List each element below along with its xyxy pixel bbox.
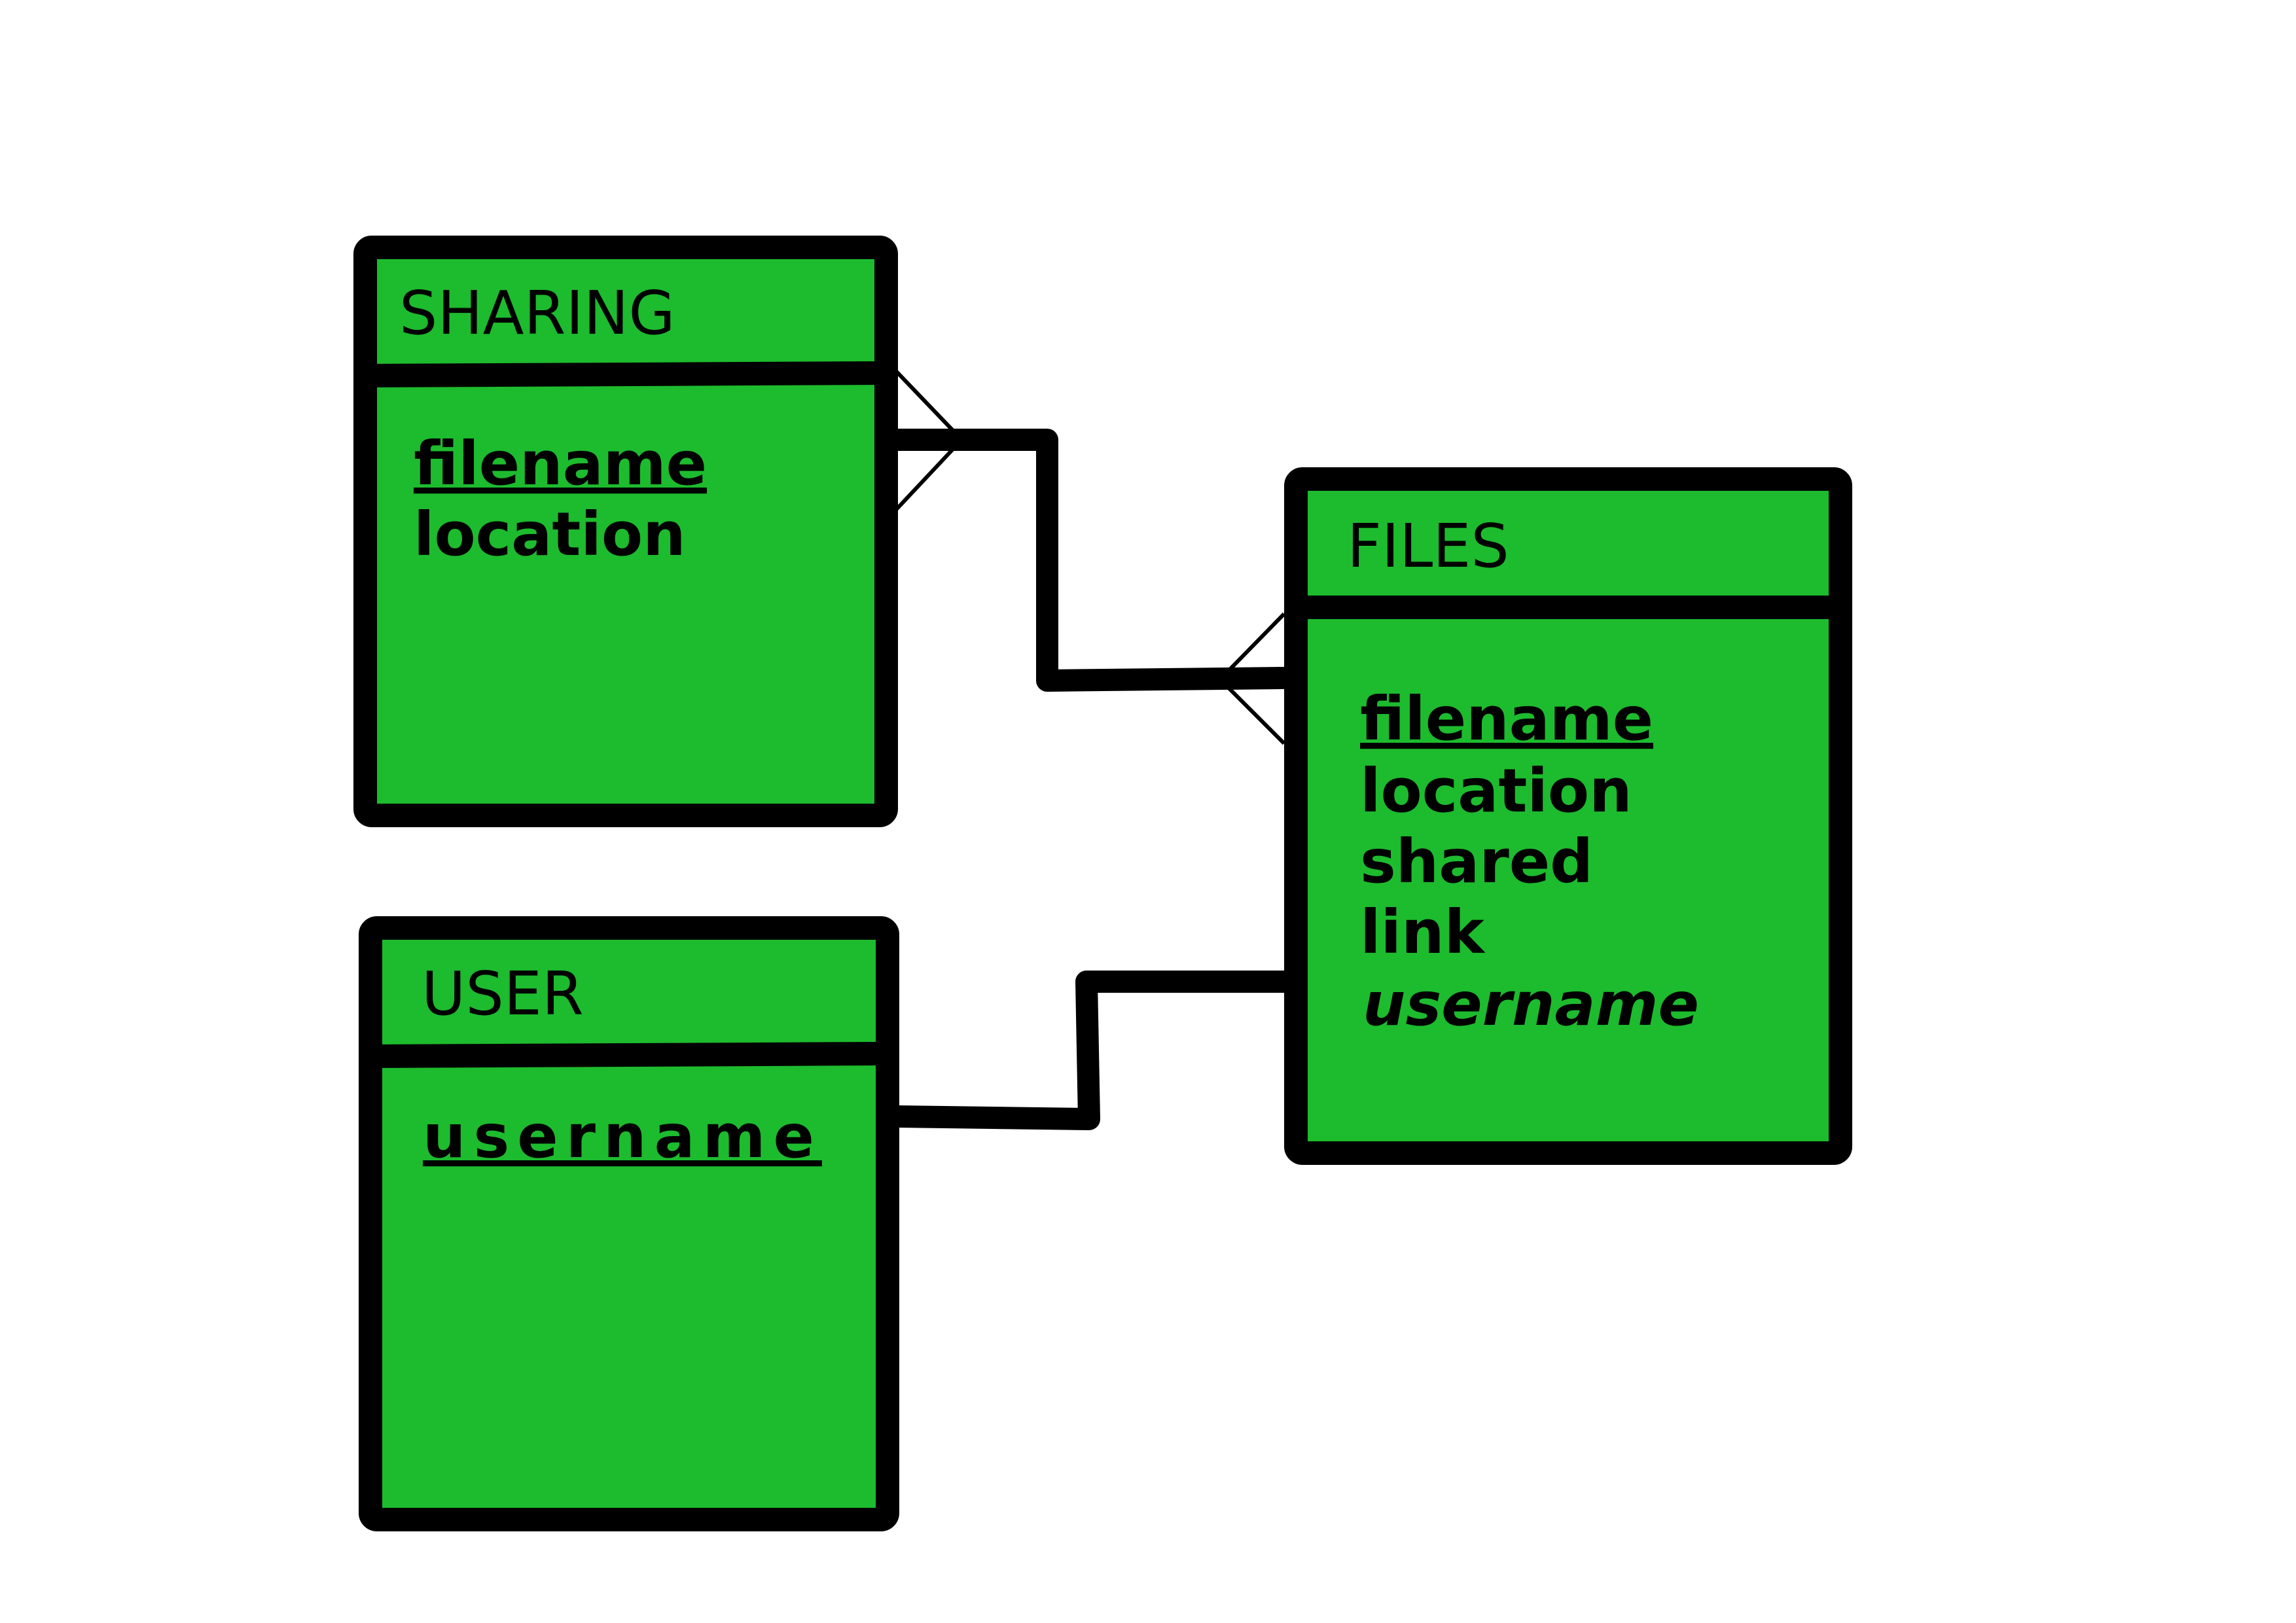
entity-box <box>359 916 899 1531</box>
attribute: link <box>1360 897 1486 967</box>
attribute: location <box>414 499 686 569</box>
attribute-primary-key: username <box>423 1101 822 1171</box>
entity-box <box>1284 467 1852 1165</box>
entity-files[interactable]: FILES filename location shared link user… <box>1284 467 1852 1165</box>
entity-user[interactable]: USER username <box>359 916 899 1531</box>
header-divider <box>366 361 886 387</box>
header-divider <box>371 1042 887 1068</box>
entity-title: SHARING <box>399 278 675 348</box>
entity-box <box>353 236 898 827</box>
connector-line <box>884 429 1294 692</box>
connector-line <box>886 971 1307 1130</box>
attribute-foreign-key: username <box>1363 969 1699 1039</box>
attribute-primary-key: filename <box>414 429 707 499</box>
attribute: shared <box>1360 827 1593 897</box>
crows-foot-files-end <box>1223 612 1286 745</box>
entity-title: USER <box>422 959 584 1029</box>
crows-foot-sharing-end <box>893 368 958 512</box>
relationship-user-files <box>886 971 1307 1130</box>
entity-sharing[interactable]: SHARING filename location <box>353 236 898 827</box>
entity-title: FILES <box>1347 511 1509 581</box>
attribute: location <box>1360 756 1632 826</box>
relationship-sharing-files <box>884 368 1294 745</box>
attribute-primary-key: filename <box>1360 684 1653 754</box>
